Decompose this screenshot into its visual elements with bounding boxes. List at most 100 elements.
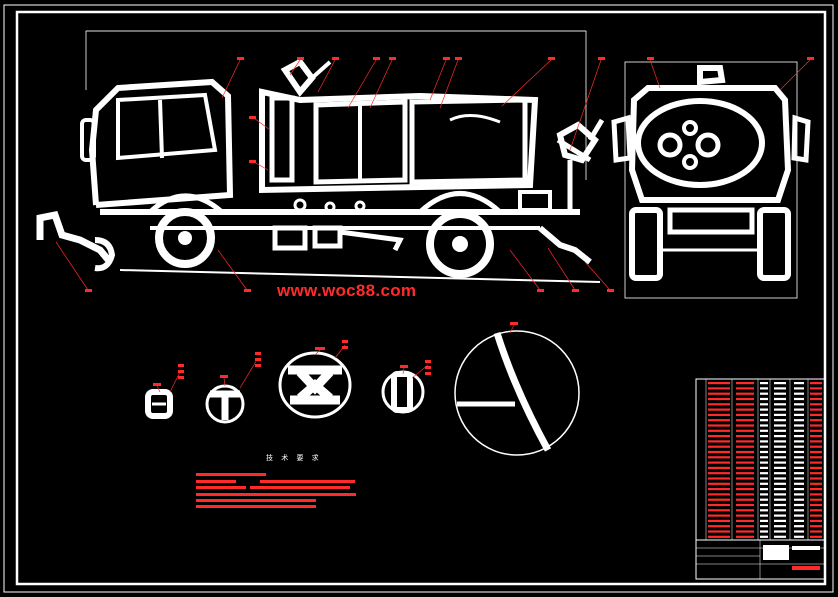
detail-b [205, 384, 245, 424]
parts-row-mark [774, 503, 786, 507]
detail-e [454, 330, 580, 456]
parts-row-mark [794, 466, 804, 469]
parts-row-mark [774, 456, 786, 459]
parts-row-mark [708, 413, 730, 416]
parts-row-mark [810, 535, 822, 538]
parts-row-mark [708, 482, 730, 485]
parts-row-mark [794, 514, 804, 517]
rear-pump-assembly [556, 121, 599, 164]
rear-tank-end [635, 98, 765, 188]
parts-row-mark [760, 482, 768, 485]
parts-row-mark [794, 535, 804, 538]
parts-row-mark [736, 387, 754, 390]
tech-requirements-title: 技 术 要 求 [266, 454, 322, 462]
parts-row-mark [794, 530, 804, 533]
detail-a [145, 389, 173, 419]
watermark-text: www.woc88.com [277, 281, 417, 300]
parts-row-mark [708, 466, 730, 469]
parts-row-mark [794, 403, 804, 406]
parts-row-mark [760, 403, 768, 406]
parts-row-mark [736, 472, 754, 475]
parts-row-mark [810, 525, 822, 528]
parts-row-mark [736, 461, 754, 464]
parts-row-mark [810, 408, 822, 411]
parts-row-mark [708, 509, 730, 512]
detail-views [145, 330, 580, 456]
rear-view-top-hatch [697, 65, 726, 86]
parts-row-mark [810, 488, 822, 491]
parts-row-mark [810, 397, 822, 401]
parts-row-mark [774, 424, 786, 427]
parts-row-mark [708, 403, 730, 406]
parts-row-mark [774, 429, 786, 432]
part-number-leaders [55, 59, 811, 291]
parts-list-rows [708, 382, 822, 538]
title-block [696, 540, 825, 579]
parts-row-mark [810, 503, 822, 507]
parts-row-mark [736, 488, 754, 491]
parts-row-mark [760, 456, 768, 459]
parts-row-mark [810, 419, 822, 422]
parts-row-mark [760, 387, 768, 390]
parts-row-mark [736, 509, 754, 512]
parts-row-mark [810, 482, 822, 485]
parts-row-mark [774, 477, 786, 480]
detail-c [278, 351, 352, 419]
rear-wheel [426, 210, 494, 278]
parts-row-mark [794, 488, 804, 491]
parts-row-mark [774, 535, 786, 538]
rear-view-frame [624, 61, 798, 299]
parts-row-mark [774, 419, 786, 422]
parts-row-mark [794, 450, 804, 454]
parts-row-mark [774, 413, 786, 416]
parts-row-mark [708, 419, 730, 422]
parts-row-mark [760, 525, 768, 528]
parts-row-mark [810, 445, 822, 448]
tech-requirement-notes [196, 473, 356, 508]
parts-row-mark [760, 530, 768, 533]
truck-side-view [36, 30, 605, 283]
parts-row-mark [708, 424, 730, 427]
parts-row-mark [760, 445, 768, 448]
parts-row-mark [736, 403, 754, 406]
parts-row-mark [736, 392, 754, 395]
detail-d [381, 370, 425, 414]
parts-row-mark [794, 456, 804, 459]
parts-row-mark [760, 419, 768, 422]
parts-row-mark [810, 382, 822, 385]
parts-row-mark [760, 382, 768, 385]
parts-row-mark [774, 509, 786, 512]
parts-row-mark [794, 503, 804, 507]
parts-row-mark [736, 408, 754, 411]
parts-row-mark [774, 450, 786, 454]
parts-row-mark [760, 477, 768, 480]
parts-row-mark [794, 429, 804, 432]
parts-row-mark [708, 440, 730, 443]
parts-row-mark [810, 461, 822, 464]
parts-row-mark [736, 466, 754, 469]
parts-row-mark [774, 440, 786, 443]
parts-row-mark [794, 413, 804, 416]
parts-row-mark [774, 408, 786, 411]
tow-hook [94, 237, 116, 272]
parts-row-mark [736, 450, 754, 454]
parts-row-mark [760, 450, 768, 454]
parts-row-mark [708, 477, 730, 480]
parts-row-mark [760, 498, 768, 501]
front-wheel [155, 208, 215, 268]
parts-row-mark [774, 435, 786, 438]
parts-row-mark [810, 509, 822, 512]
parts-row-mark [774, 397, 786, 401]
parts-row-mark [794, 419, 804, 422]
parts-row-mark [810, 477, 822, 480]
parts-row-mark [810, 387, 822, 390]
parts-row-mark [794, 445, 804, 448]
parts-row-mark [794, 519, 804, 522]
parts-row-mark [760, 392, 768, 395]
parts-row-mark [708, 429, 730, 432]
parts-row-mark [736, 397, 754, 401]
parts-row-mark [708, 530, 730, 533]
parts-row-mark [708, 456, 730, 459]
parts-row-mark [708, 397, 730, 401]
